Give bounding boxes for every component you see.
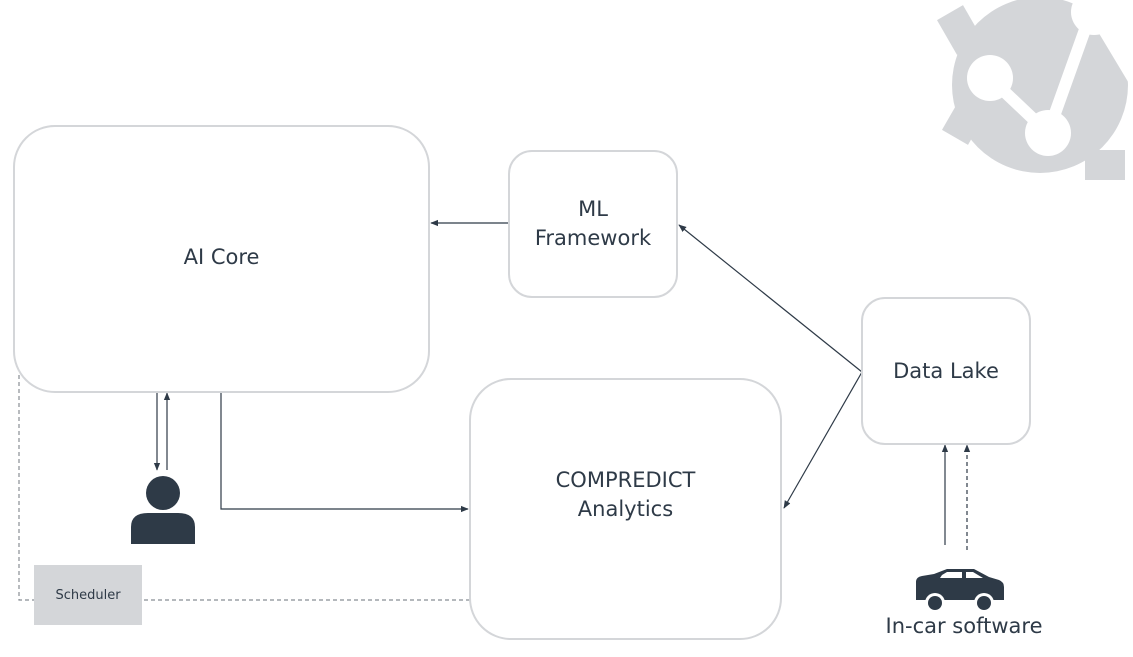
compredict-line2: Analytics [577,497,674,521]
in-car-software-label: In-car software [885,614,1043,638]
compredict-label: COMPREDICT Analytics [556,466,696,524]
scheduler-label: Scheduler [55,587,121,603]
edge-datalake-to-compredict [783,371,863,509]
edge-scheduler-loop [18,375,470,601]
compredict-line1: COMPREDICT [555,468,696,492]
ml-framework-line2: Framework [534,226,652,250]
compredict-node: COMPREDICT Analytics [469,378,782,640]
ai-core-node: AI Core [13,125,430,393]
car-icon [916,569,1004,613]
ai-core-label: AI Core [183,244,260,269]
edge-aicore-compredict [217,385,469,513]
ml-framework-line1: ML [578,197,608,221]
ml-framework-label: ML Framework [535,195,651,253]
data-lake-node: Data Lake [861,297,1031,445]
user-icon [131,476,195,544]
scheduler-node: Scheduler [34,565,142,625]
edge-datalake-to-ml [678,224,863,373]
data-lake-label: Data Lake [893,358,999,383]
logo-gear-icon [937,0,1133,180]
ml-framework-node: ML Framework [508,150,678,298]
